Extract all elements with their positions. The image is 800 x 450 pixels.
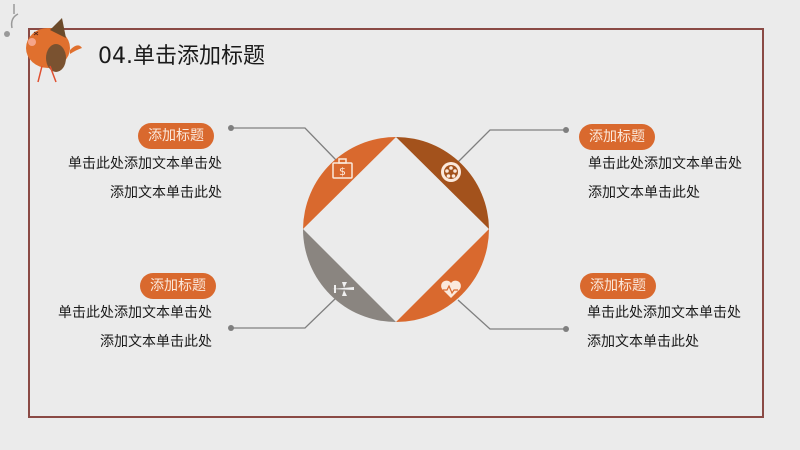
segment-top-right	[396, 137, 489, 229]
item-line: 单击此处添加文本单击处	[68, 156, 222, 172]
item-title-top-right: 添加标题	[579, 124, 655, 150]
item-line: 添加文本单击此处	[100, 334, 212, 350]
item-line: 添加文本单击此处	[110, 185, 222, 201]
item-title-bottom-right: 添加标题	[580, 273, 656, 299]
connector-top-right	[457, 129, 566, 163]
bird-logo-icon	[4, 4, 82, 83]
connector-bottom-left	[231, 297, 337, 329]
connector-bottom-right	[457, 299, 566, 330]
film-reel-icon	[441, 162, 461, 182]
segment-bottom-left	[303, 229, 396, 322]
item-text-bottom-right: 单击此处添加文本单击处 添加文本单击此处	[587, 299, 741, 357]
item-line: 添加文本单击此处	[587, 334, 699, 350]
item-text-top-left: 单击此处添加文本单击处 添加文本单击此处	[68, 150, 222, 208]
heart-pulse-icon	[441, 280, 461, 298]
airplane-icon	[332, 282, 354, 296]
suitcase-dollar-icon: $	[332, 158, 353, 179]
slide-title: 04.单击添加标题	[94, 38, 269, 70]
segment-bottom-right	[396, 229, 489, 322]
item-text-top-right: 单击此处添加文本单击处 添加文本单击此处	[588, 150, 742, 208]
item-line: 单击此处添加文本单击处	[587, 305, 741, 321]
svg-text:$: $	[339, 165, 346, 178]
segment-top-left	[303, 136, 396, 229]
slide-frame	[28, 28, 764, 418]
item-title-bottom-left: 添加标题	[140, 273, 216, 299]
item-title-top-left: 添加标题	[138, 123, 214, 149]
item-line: 单击此处添加文本单击处	[58, 305, 212, 321]
item-line: 单击此处添加文本单击处	[588, 156, 742, 172]
item-line: 添加文本单击此处	[588, 185, 700, 201]
connector-top-left	[231, 127, 337, 161]
item-text-bottom-left: 单击此处添加文本单击处 添加文本单击此处	[58, 299, 212, 357]
